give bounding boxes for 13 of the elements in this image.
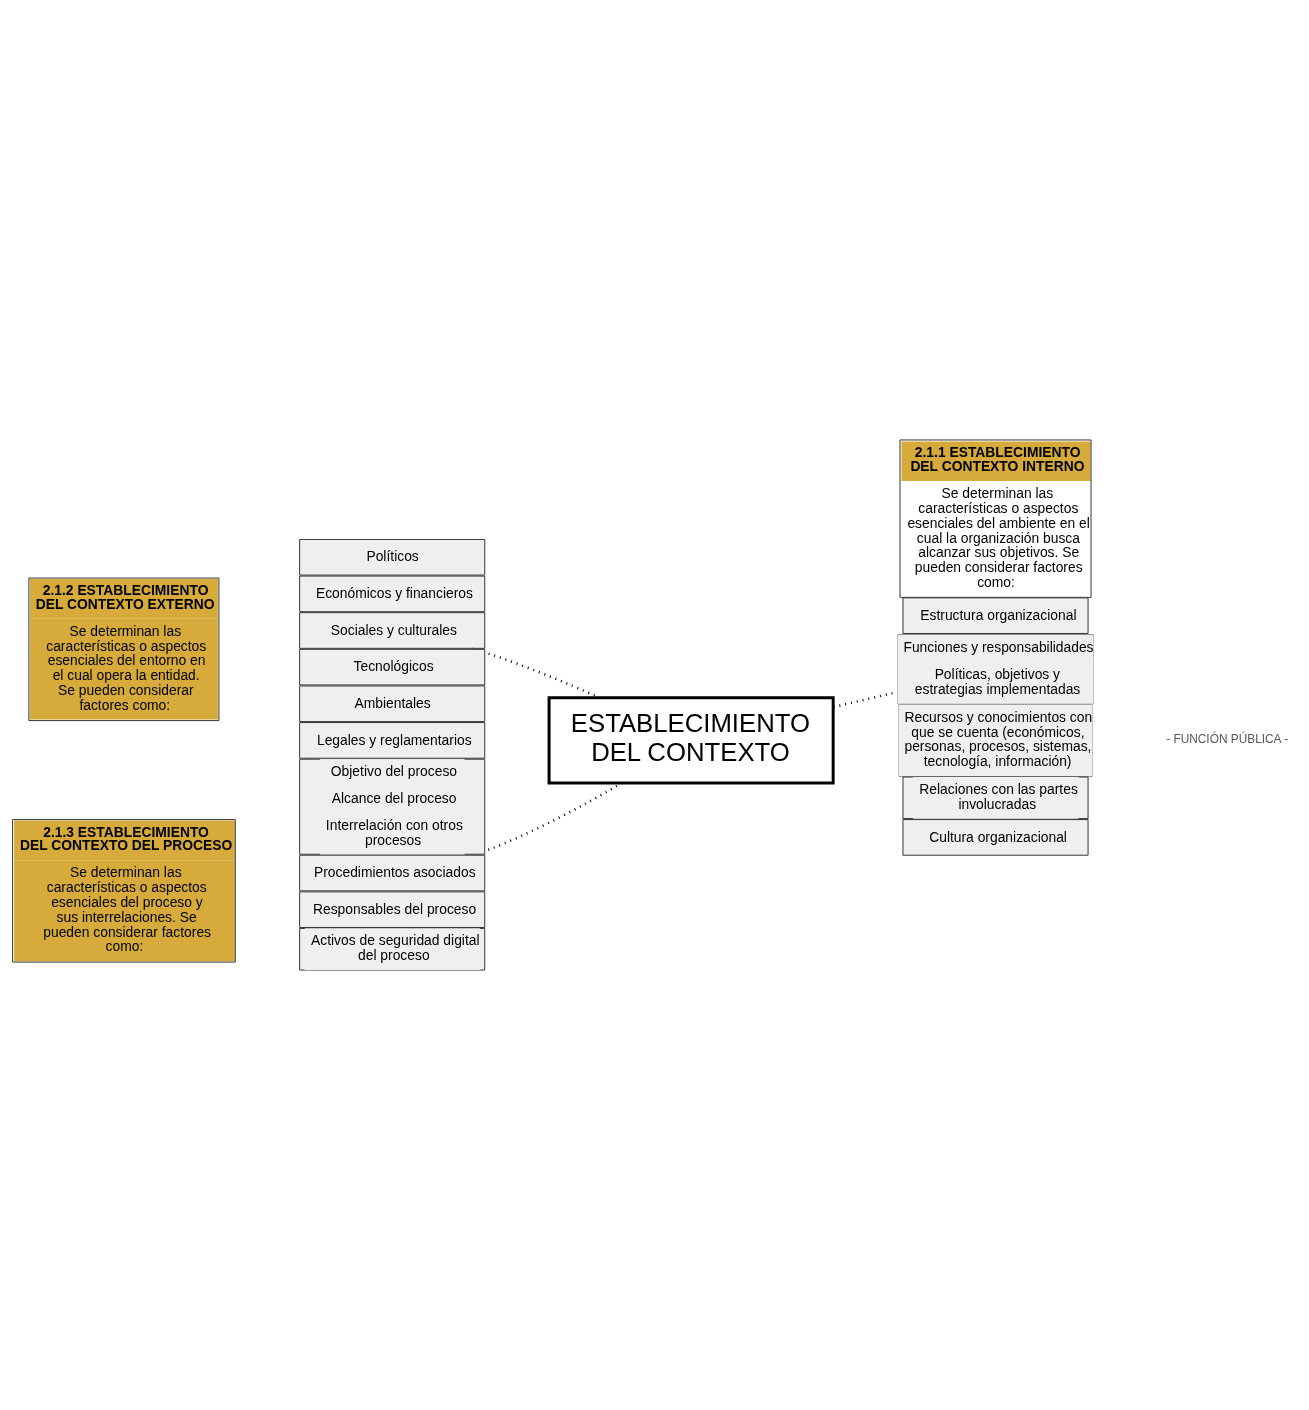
node-box: Cultura organizacional <box>902 819 1089 856</box>
node-box: Procedimientos asociados <box>299 854 486 892</box>
node-box: Tecnológicos <box>299 648 486 686</box>
node-box: Políticos <box>299 538 486 576</box>
connector <box>471 647 601 699</box>
node-box: Responsables del proceso <box>299 891 486 928</box>
node-box: Ambientales <box>299 685 486 723</box>
node-box: Estructura organizacional <box>902 597 1089 634</box>
node-box: ESTABLECIMIENTO DEL CONTEXTO <box>547 696 835 785</box>
node-box: Económicos y financieros <box>299 575 486 613</box>
node-box: Sociales y culturales <box>299 612 486 649</box>
label: - FUNCIÓN PÚBLICA - <box>1166 732 1289 747</box>
node-box: Legales y reglamentarios <box>299 722 486 759</box>
